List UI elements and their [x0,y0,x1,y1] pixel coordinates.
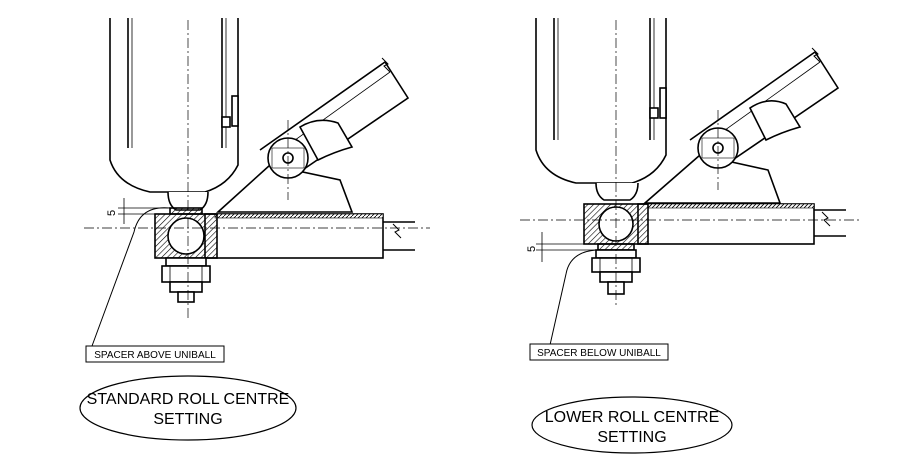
upright-body [535,18,667,184]
callout-box-lower: SPACER BELOW UNIBALL [529,343,669,361]
uniball-housing [154,207,218,259]
dimension-label-lower: 5 [526,246,538,252]
horizontal-tube [204,213,415,259]
lower-setting-drawing [520,18,860,346]
callout-leader [91,207,171,347]
title-line-1-standard: STANDARD ROLL CENTRE [87,391,290,408]
centre-lines [84,20,430,318]
title-line-2-lower: SETTING [597,429,666,446]
title-oval-lower: LOWER ROLL CENTRE SETTING [531,396,733,454]
title-line-2-standard: SETTING [153,411,222,428]
bolt-and-nut [161,257,211,303]
dimension-label-standard: 5 [106,210,118,216]
title-oval-standard: STANDARD ROLL CENTRE SETTING [79,375,297,441]
standard-setting-drawing [84,18,430,347]
title-line-1-lower: LOWER ROLL CENTRE [545,409,720,426]
upright-body [109,18,239,193]
callout-text-lower: SPACER BELOW UNIBALL [537,348,661,359]
callout-box-standard: SPACER ABOVE UNIBALL [85,345,225,363]
callout-leader [549,249,597,346]
spacer-dimension [536,232,598,262]
callout-text-standard: SPACER ABOVE UNIBALL [94,350,216,361]
horizontal-tube [637,203,846,245]
centre-lines [520,20,860,308]
